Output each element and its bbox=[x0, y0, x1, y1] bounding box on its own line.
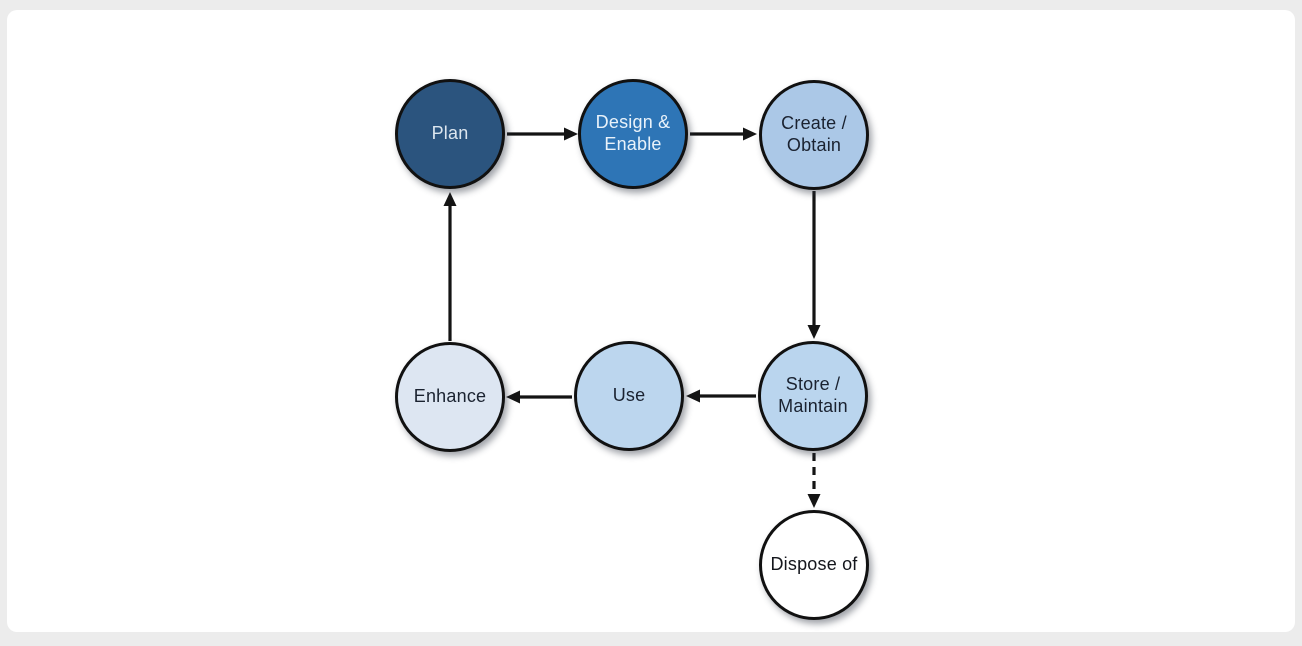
node-create-obtain: Create / Obtain bbox=[759, 80, 869, 190]
node-use-label: Use bbox=[612, 385, 646, 406]
arrowhead-enhance-to-plan bbox=[443, 192, 457, 206]
arrowhead-plan-to-design-enable bbox=[564, 127, 578, 141]
arrowhead-store-maintain-to-use bbox=[686, 389, 700, 403]
node-enhance-label: Enhance bbox=[413, 386, 487, 407]
node-dispose-of-label: Dispose of bbox=[770, 554, 858, 575]
node-store-maintain: Store / Maintain bbox=[758, 341, 868, 451]
node-use: Use bbox=[574, 341, 684, 451]
arrowhead-design-enable-to-create-obtain bbox=[743, 127, 757, 141]
arrowhead-use-to-enhance bbox=[506, 390, 520, 404]
node-plan-label: Plan bbox=[431, 123, 469, 144]
node-store-maintain-label: Store / Maintain bbox=[778, 374, 848, 416]
node-plan: Plan bbox=[395, 79, 505, 189]
node-create-obtain-label: Create / Obtain bbox=[781, 113, 847, 155]
node-design-enable: Design & Enable bbox=[578, 79, 688, 189]
node-enhance: Enhance bbox=[395, 342, 505, 452]
arrowhead-create-obtain-to-store-maintain bbox=[807, 325, 821, 339]
arrowhead-store-maintain-to-dispose-of bbox=[807, 494, 821, 508]
node-dispose-of: Dispose of bbox=[759, 510, 869, 620]
node-design-enable-label: Design & Enable bbox=[595, 112, 671, 154]
